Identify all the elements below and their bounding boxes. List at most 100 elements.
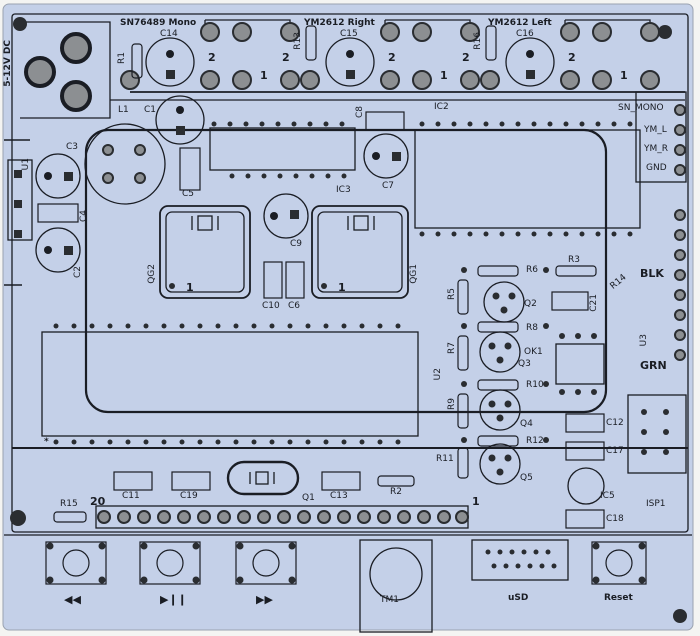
pin — [504, 400, 512, 408]
reset-button-outline — [591, 541, 647, 585]
gnd-label: GND — [646, 163, 667, 173]
crystal-symbol — [353, 215, 369, 231]
mounting-hole-bl — [10, 510, 26, 526]
pin — [451, 231, 457, 237]
pad — [200, 22, 220, 42]
pin — [98, 576, 106, 584]
reset-label[interactable]: Reset — [604, 593, 633, 603]
r10-label: R10 — [526, 380, 544, 390]
pin — [161, 323, 167, 329]
pin — [71, 323, 77, 329]
pin — [611, 231, 617, 237]
pin — [359, 323, 365, 329]
pad — [232, 70, 252, 90]
r12-outline — [477, 435, 519, 447]
playpause-button-dome — [156, 549, 184, 577]
pad — [280, 70, 300, 90]
q1-outline — [226, 460, 300, 496]
mounting-hole-br — [673, 609, 687, 623]
pin-number: 1 — [620, 69, 628, 82]
pin — [233, 323, 239, 329]
qg1-outline — [311, 205, 409, 299]
r11-outline — [457, 447, 469, 479]
pin — [627, 231, 633, 237]
c18-label: C18 — [606, 514, 624, 524]
r15-outline — [53, 511, 87, 523]
r11-label: R11 — [436, 454, 454, 464]
pin — [277, 173, 283, 179]
pin-header-1-label: 1 — [472, 495, 480, 508]
r7-label: R7 — [447, 342, 457, 354]
reset-button-dome — [605, 549, 633, 577]
u3-label: U3 — [639, 334, 649, 347]
pad — [455, 510, 469, 524]
ic2-outline — [414, 129, 641, 229]
square-pad — [14, 230, 22, 238]
c15-label: C15 — [340, 29, 358, 39]
c21-outline — [551, 291, 589, 311]
rewind-icon[interactable]: ◀◀ — [64, 593, 81, 606]
c11-outline — [113, 471, 153, 491]
fast-forward-icon[interactable]: ▶▶ — [256, 593, 273, 606]
q1-label: Q1 — [302, 493, 315, 503]
c7-outline — [363, 133, 409, 179]
crystal-symbol — [255, 471, 269, 485]
c14-outline — [145, 37, 195, 87]
qg2-outline — [159, 205, 251, 299]
playpause-button-outline — [139, 541, 201, 585]
pin — [508, 292, 516, 300]
pin — [496, 414, 504, 422]
pin — [245, 173, 251, 179]
pin — [307, 121, 313, 127]
pin — [539, 563, 545, 569]
round-pad — [176, 106, 184, 114]
round-pad — [166, 50, 174, 58]
pin — [521, 549, 527, 555]
square-pad — [290, 210, 299, 219]
pin — [287, 323, 293, 329]
pin — [461, 381, 467, 387]
pin — [563, 231, 569, 237]
pad — [380, 70, 400, 90]
pin — [579, 121, 585, 127]
pin — [192, 576, 200, 584]
board-surface — [2, 3, 694, 631]
pin — [291, 121, 297, 127]
main-outline — [11, 13, 689, 533]
pin — [515, 231, 521, 237]
pad — [317, 510, 331, 524]
inner-rounded-frame — [84, 128, 608, 414]
mounting-hole-tl — [13, 17, 27, 31]
pin — [543, 323, 549, 329]
ic5-outline — [567, 467, 605, 505]
pin — [211, 121, 217, 127]
u2-pin1-marker: * — [44, 437, 49, 447]
square-pad — [392, 152, 401, 161]
pad — [102, 172, 114, 184]
play-pause-icon[interactable]: ▶❙❙ — [160, 593, 187, 606]
pin — [107, 323, 113, 329]
pad — [157, 510, 171, 524]
square-pad — [346, 70, 355, 79]
pin — [419, 121, 425, 127]
pin — [491, 563, 497, 569]
pad — [592, 22, 612, 42]
pad — [674, 349, 686, 361]
pin — [563, 121, 569, 127]
c10-label: C10 — [262, 301, 280, 311]
c9-outline — [263, 193, 309, 239]
pad — [592, 70, 612, 90]
pin — [496, 468, 504, 476]
pad — [674, 104, 686, 116]
pad — [102, 144, 114, 156]
sn76489-header-label: SN76489 Mono — [120, 18, 197, 28]
pin — [483, 121, 489, 127]
q5-outline — [479, 443, 521, 485]
r1-label: R1 — [117, 52, 127, 64]
r12-label: R12 — [526, 436, 544, 446]
pin — [89, 323, 95, 329]
c4-outline — [37, 203, 79, 223]
r8-outline — [477, 321, 519, 333]
r15-label: R15 — [60, 499, 78, 509]
round-pad — [526, 50, 534, 58]
